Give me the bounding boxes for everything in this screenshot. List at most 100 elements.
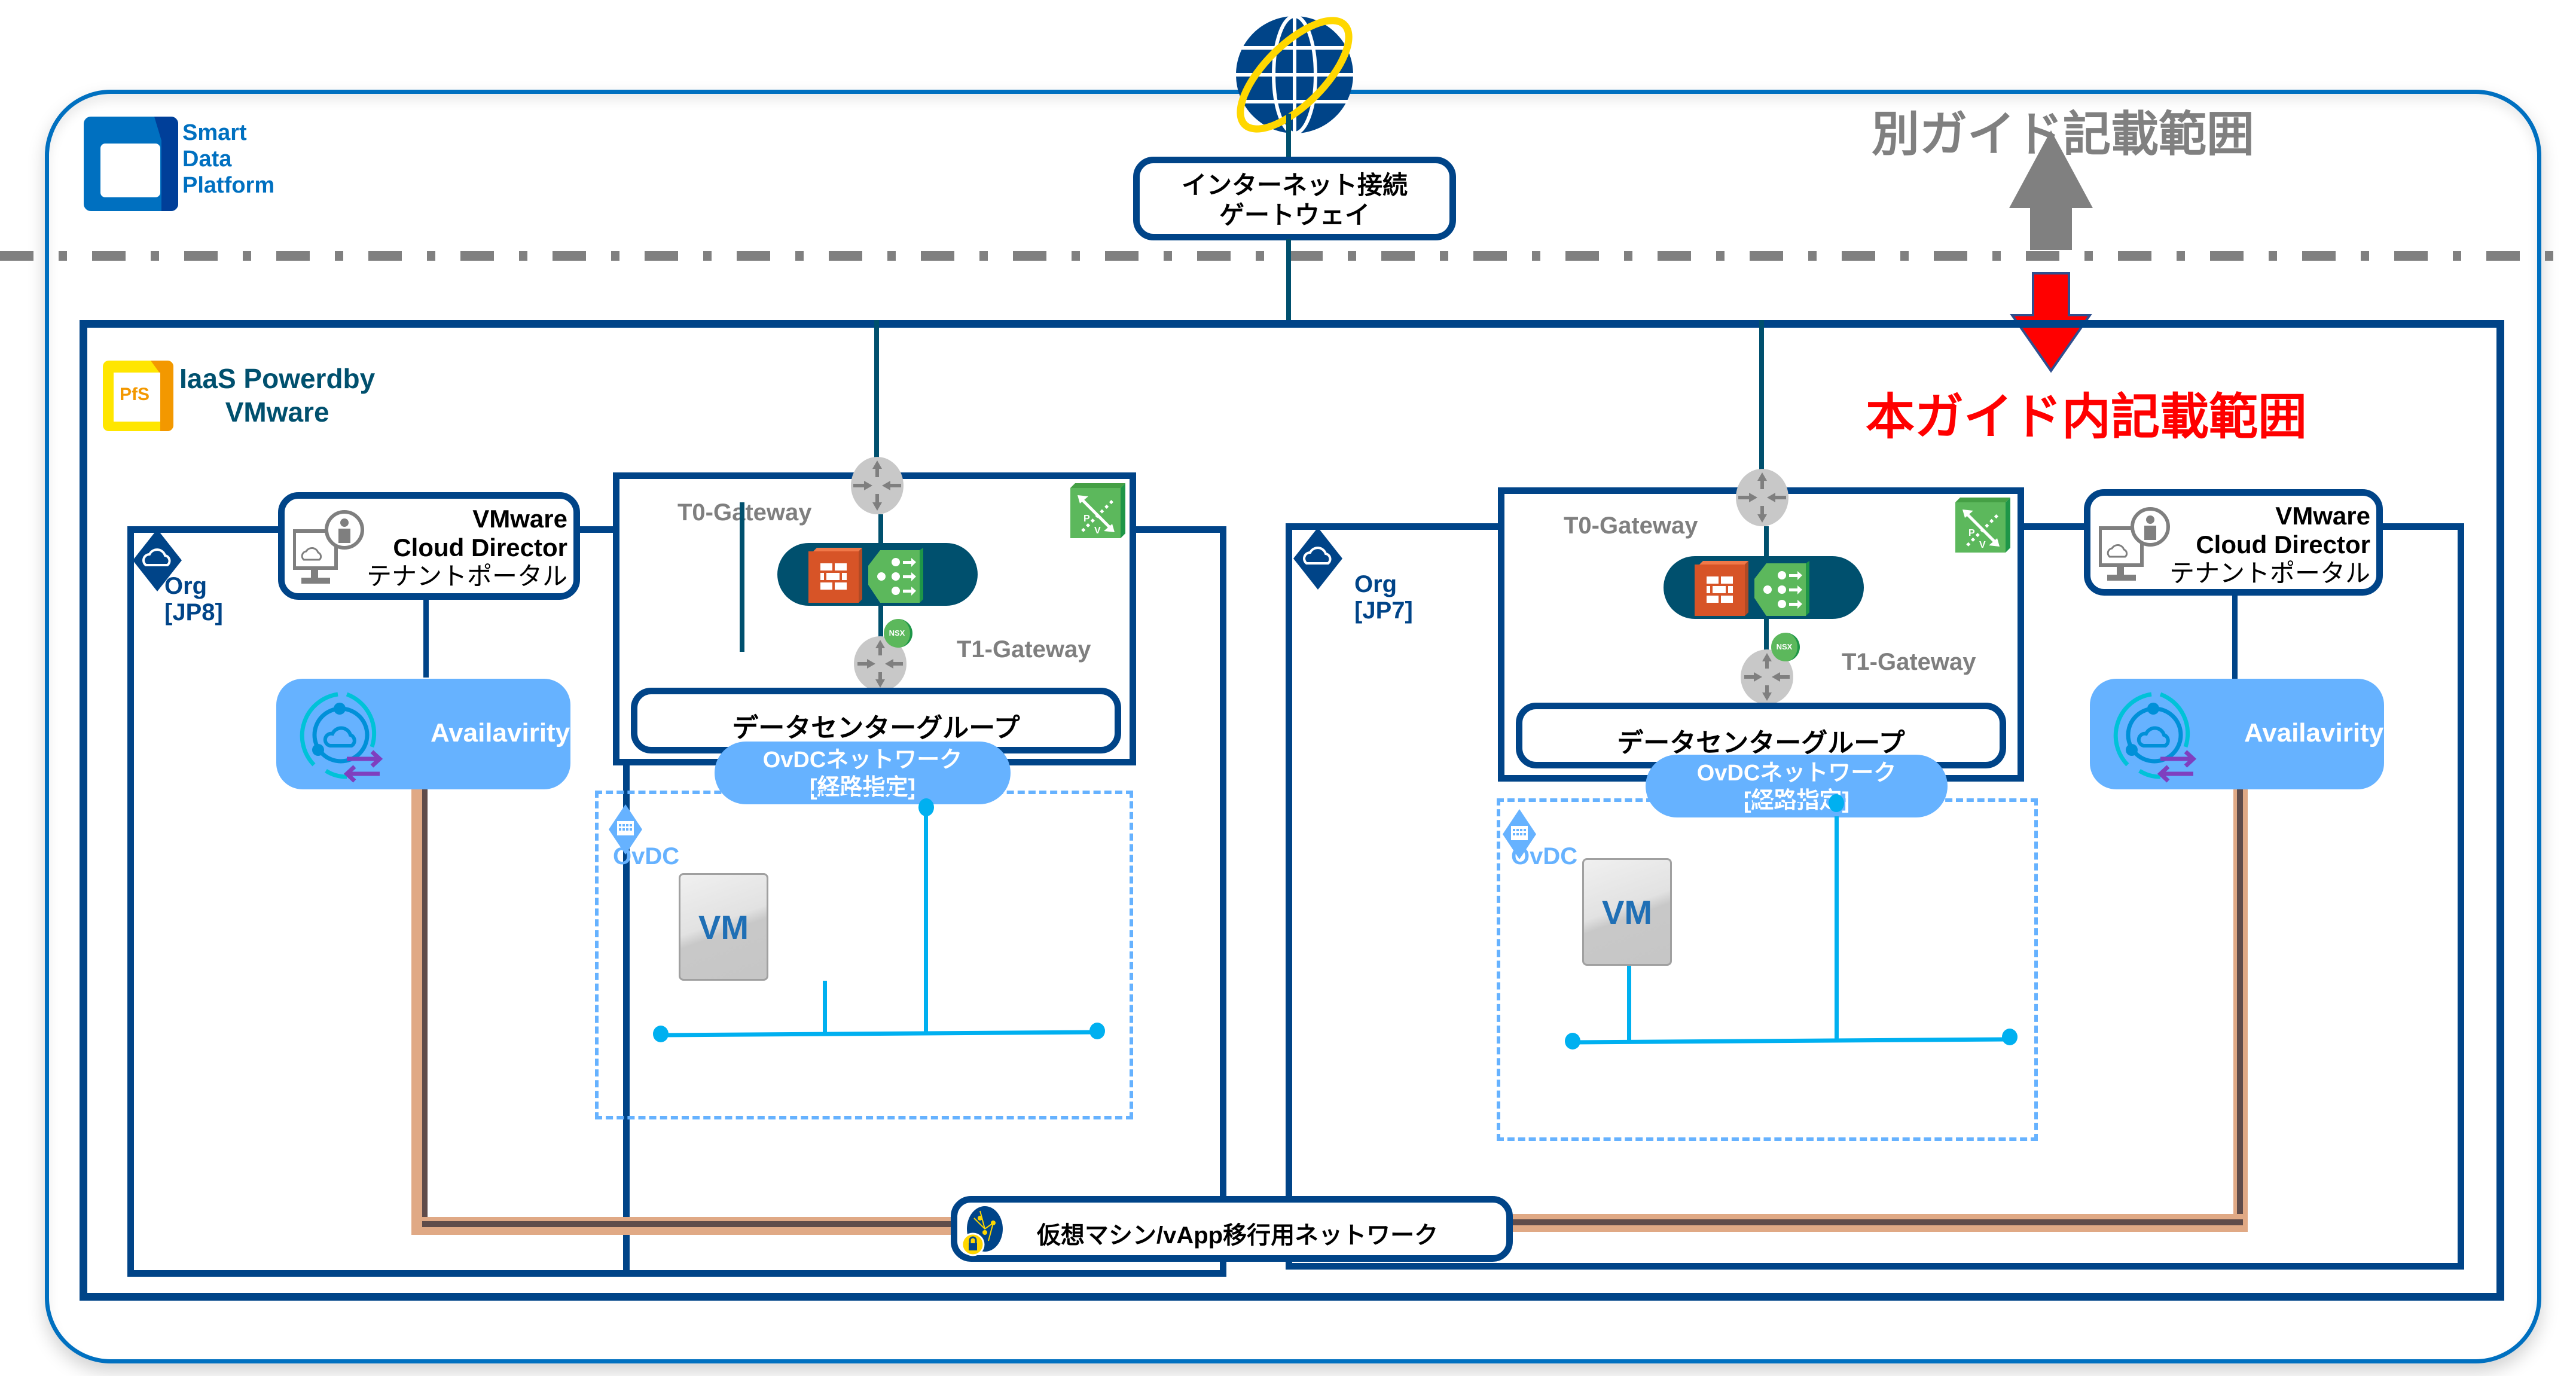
up-arrow-icon bbox=[2006, 130, 2096, 250]
t0-services-connector bbox=[1764, 526, 1769, 557]
divider-segment bbox=[2486, 251, 2520, 261]
datacenter-group-label: データセンターグループ bbox=[732, 713, 1020, 743]
ovdc-box-jp8 bbox=[595, 791, 1133, 1119]
divider-segment bbox=[1197, 251, 1231, 261]
uplink-node-jp7 bbox=[1829, 794, 1844, 812]
divider-segment bbox=[979, 251, 988, 261]
svg-text:V: V bbox=[1979, 540, 1986, 550]
services-to-t1-line bbox=[878, 606, 883, 639]
iaas-frame bbox=[80, 320, 2504, 1301]
migration-link-left-horizontal-core bbox=[422, 1221, 962, 1227]
t0-to-services-line bbox=[740, 502, 744, 652]
vcd-line2: Cloud Director bbox=[393, 533, 567, 562]
load-balancer-icon bbox=[1754, 561, 1809, 616]
vcd-portal-jp7[interactable]: VMware Cloud Director テナントポータル bbox=[2084, 489, 2383, 596]
org-jp8-label: Org [JP8] bbox=[164, 573, 223, 626]
divider-segment bbox=[1565, 251, 1599, 261]
edge-services-pill-jp8 bbox=[777, 543, 978, 606]
ovdc-label-jp8: OvDC bbox=[613, 843, 680, 869]
segment-node-left-jp8 bbox=[653, 1026, 669, 1042]
divider-segment bbox=[1348, 251, 1356, 261]
vm-jp7[interactable]: VM bbox=[1582, 858, 1672, 966]
divider-segment bbox=[2084, 251, 2093, 261]
ovdc-uplink-line-jp8 bbox=[924, 810, 928, 1035]
org-id: [JP8] bbox=[164, 599, 223, 626]
nsx-badge-icon: NSX bbox=[884, 619, 912, 648]
segment-node-right-jp7 bbox=[2002, 1029, 2018, 1045]
vcd-line1: VMware bbox=[472, 505, 567, 533]
iaas-title-line1: IaaS Powerdby bbox=[179, 363, 376, 394]
divider-segment bbox=[2118, 251, 2151, 261]
divider-segment bbox=[1105, 251, 1139, 261]
availability-jp8[interactable]: Availavirity bbox=[276, 679, 570, 789]
svg-text:P: P bbox=[1968, 528, 1975, 538]
internet-gateway-box[interactable]: インターネット接続 ゲートウェイ bbox=[1133, 157, 1456, 240]
segment-node-right-jp8 bbox=[1089, 1023, 1105, 1039]
org-jp8-right-line bbox=[1220, 526, 1226, 1277]
divider-segment bbox=[0, 251, 33, 261]
org-jp8-frame bbox=[127, 526, 630, 1277]
divider-segment bbox=[1624, 251, 1632, 261]
ovdc-building-icon bbox=[1503, 809, 1536, 860]
divider-segment bbox=[1289, 251, 1323, 261]
ovdc-network-line1: OvDCネットワーク bbox=[1696, 761, 1897, 786]
divider-segment bbox=[2545, 251, 2553, 261]
uplink-node-jp8 bbox=[918, 798, 934, 816]
vm-to-segment-line-jp8 bbox=[823, 981, 827, 1035]
divider-segment bbox=[645, 251, 678, 261]
segment-node-left-jp7 bbox=[1565, 1033, 1580, 1049]
vcd-to-availability-line-jp7 bbox=[2232, 596, 2238, 679]
divider-segment bbox=[1256, 251, 1264, 261]
services-to-t1-line bbox=[1764, 619, 1769, 652]
divider-segment bbox=[1164, 251, 1172, 261]
org-jp7-right-line bbox=[2458, 523, 2464, 1270]
vcd-text-jp8: VMware Cloud Director テナントポータル bbox=[367, 505, 567, 591]
t1-gateway-label: T1-Gateway bbox=[957, 636, 1091, 663]
org-label: Org bbox=[1354, 571, 1397, 597]
divider-segment bbox=[1658, 251, 1691, 261]
divider-segment bbox=[335, 251, 343, 261]
vcd-text-jp7: VMware Cloud Director テナントポータル bbox=[2169, 502, 2370, 588]
divider-segment bbox=[611, 251, 619, 261]
firewall-icon bbox=[808, 548, 863, 603]
divider-segment bbox=[1013, 251, 1046, 261]
gateway-down-line bbox=[1286, 239, 1291, 323]
sdp-logo-text: Smart Data Platform bbox=[182, 120, 274, 199]
availability-label: Availavirity bbox=[431, 718, 570, 748]
secure-network-globe-icon bbox=[961, 1205, 1004, 1258]
divider-segment bbox=[1934, 251, 1967, 261]
org-jp7-label: Org [JP7] bbox=[1354, 571, 1413, 624]
divider-segment bbox=[1842, 251, 1875, 261]
t1-router-icon bbox=[1736, 646, 1796, 706]
availability-cloud-icon bbox=[293, 687, 389, 783]
brand-line-1: Smart bbox=[182, 120, 247, 145]
vcd-portal-jp8[interactable]: VMware Cloud Director テナントポータル bbox=[278, 492, 580, 600]
availability-jp7[interactable]: Availavirity bbox=[2090, 679, 2384, 789]
t0-router-icon bbox=[1731, 468, 1791, 527]
vcd-line3: テナントポータル bbox=[366, 562, 567, 590]
org-label: Org bbox=[164, 573, 207, 599]
firewall-icon bbox=[1695, 561, 1750, 616]
internet-globe-icon bbox=[1226, 12, 1363, 138]
migration-link-left-vertical-core bbox=[422, 789, 428, 1226]
t0-router-icon bbox=[846, 456, 906, 515]
other-guide-scope-label: 別ガイド記載範囲 bbox=[1872, 108, 2254, 161]
ovdc-network-line2: [経路指定] bbox=[809, 775, 916, 800]
vcd-to-availability-line-jp8 bbox=[423, 600, 429, 678]
divider-segment bbox=[2361, 251, 2369, 261]
vm-to-segment-line-jp7 bbox=[1627, 966, 1631, 1041]
divider-segment bbox=[460, 251, 494, 261]
nsx-badge-text: NSX bbox=[1776, 642, 1793, 651]
migration-link-right-vertical-core bbox=[2237, 789, 2243, 1224]
availability-label: Availavirity bbox=[2244, 718, 2384, 748]
nsx-badge-icon: NSX bbox=[1771, 633, 1800, 661]
divider-segment bbox=[829, 251, 862, 261]
divider-segment bbox=[1440, 251, 1448, 261]
org-jp7-top-line bbox=[1286, 523, 1501, 530]
nsx-badge-text: NSX bbox=[889, 628, 905, 637]
migration-network-box[interactable]: 仮想マシン/vApp移行用ネットワーク bbox=[951, 1196, 1513, 1262]
availability-cloud-icon bbox=[2107, 687, 2202, 783]
vm-jp8[interactable]: VM bbox=[679, 873, 768, 981]
divider-segment bbox=[368, 251, 402, 261]
